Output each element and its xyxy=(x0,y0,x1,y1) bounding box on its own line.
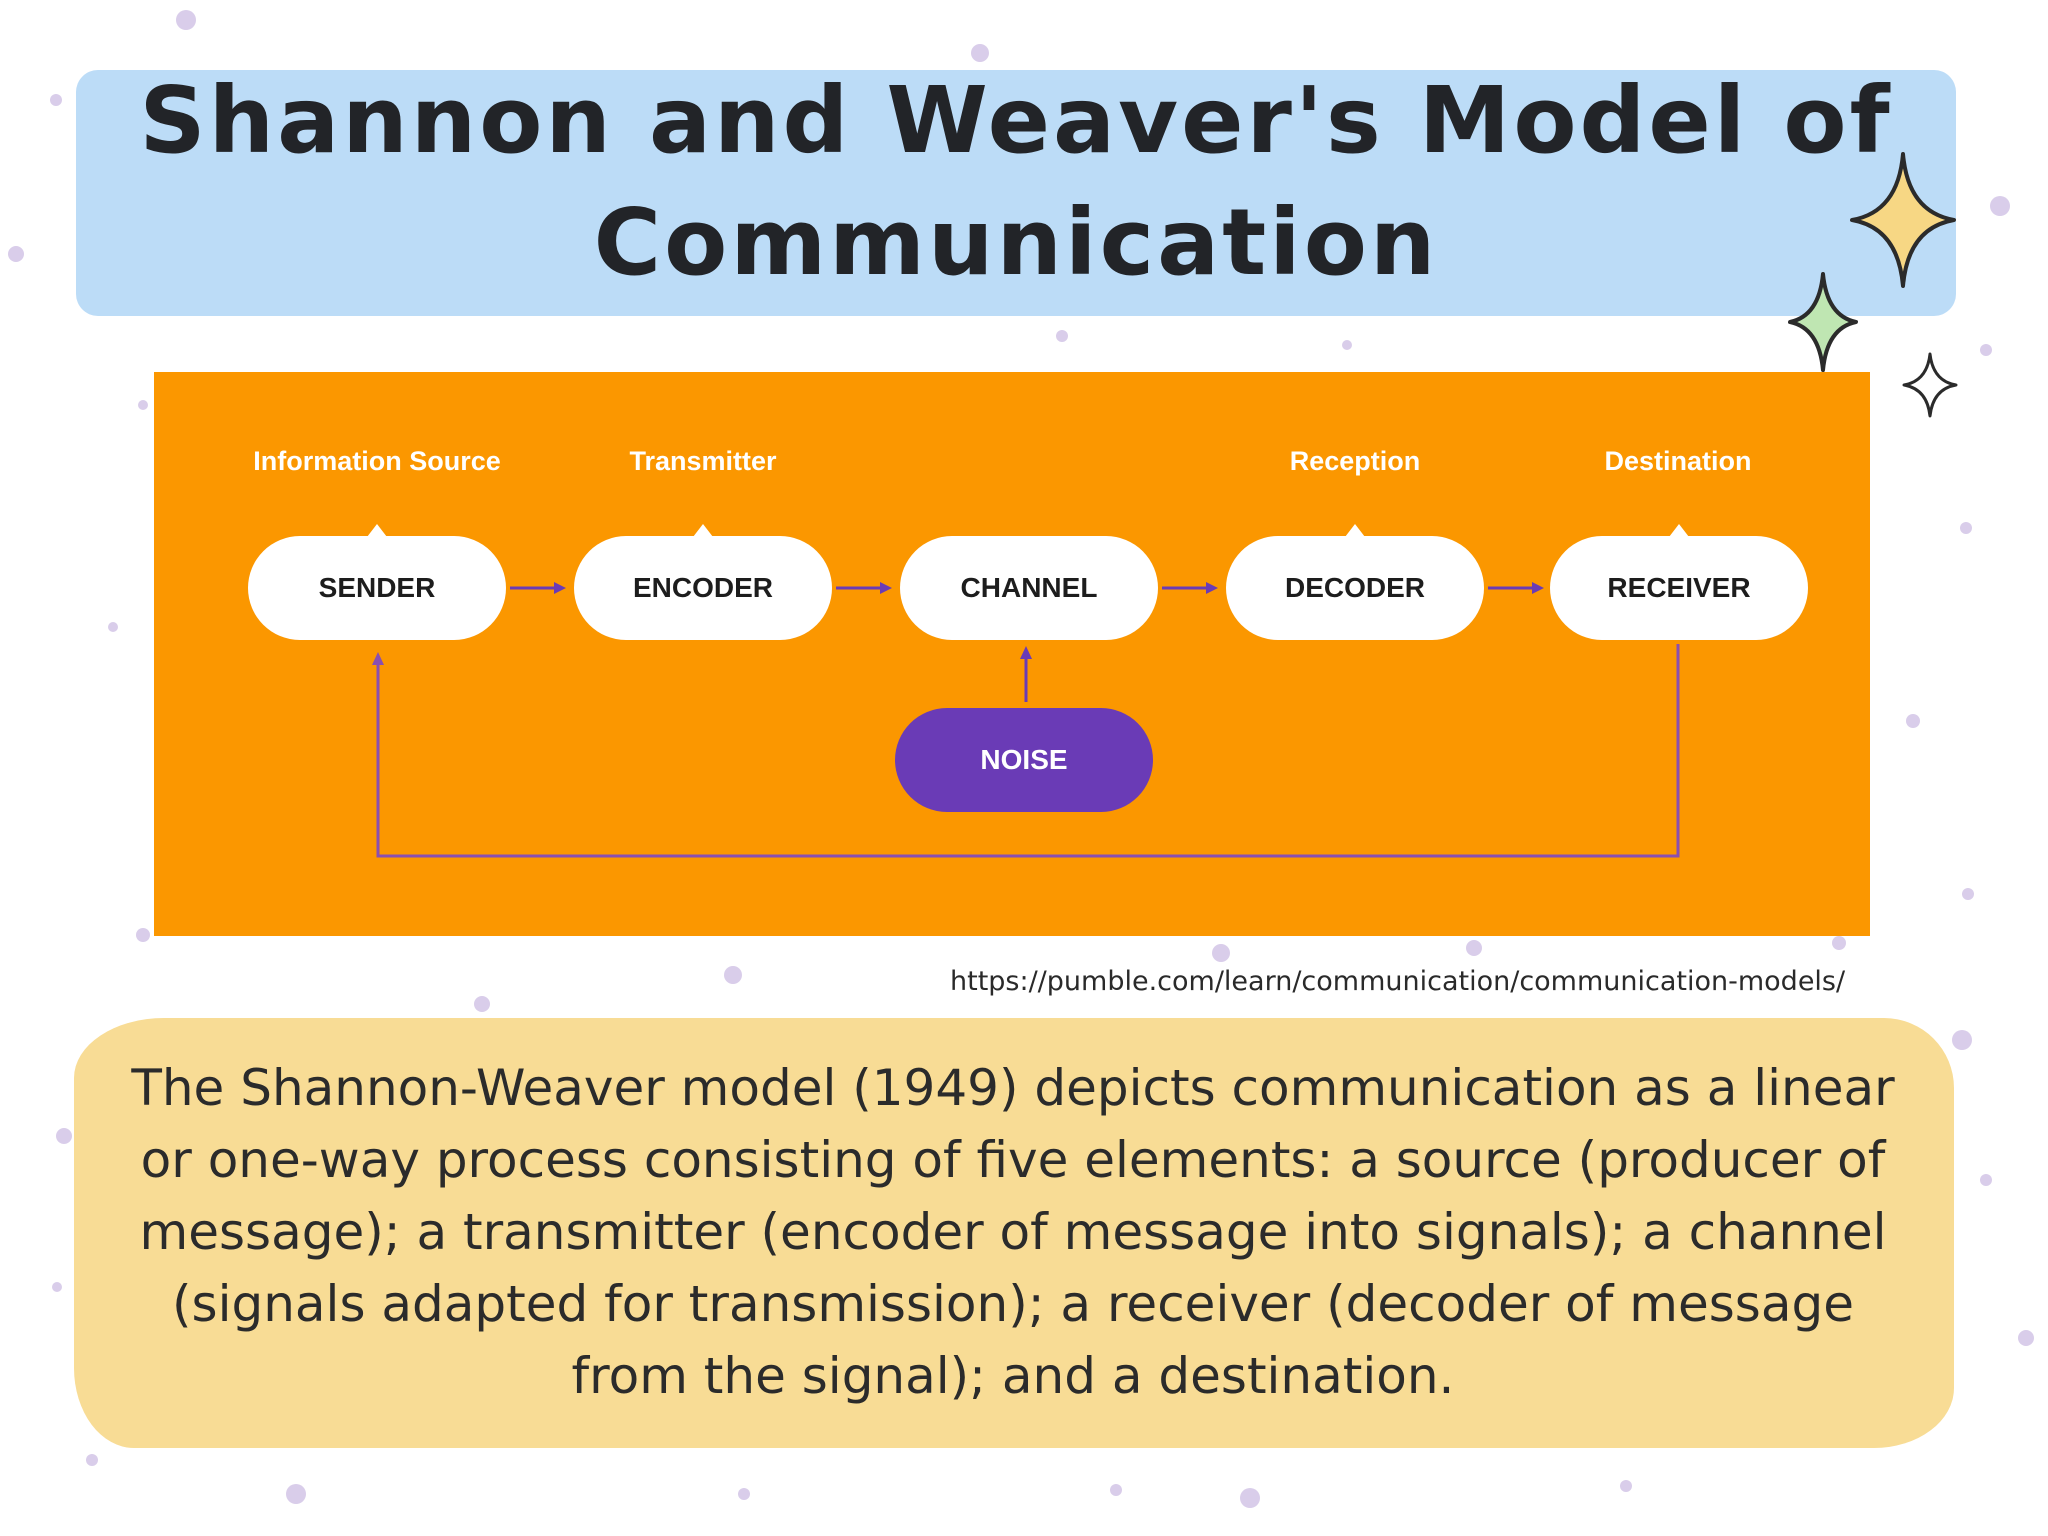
background-dot xyxy=(474,996,490,1012)
background-dot xyxy=(1466,940,1482,956)
background-dot xyxy=(1980,344,1992,356)
gold-sparkle-icon xyxy=(1850,152,1956,288)
feedback-arrow-head xyxy=(372,652,384,665)
background-dot xyxy=(136,928,150,942)
node-decoder: DECODER xyxy=(1226,524,1484,640)
node-pointer xyxy=(367,524,387,537)
background-dot xyxy=(1212,944,1230,962)
page-title-line-2: Communication xyxy=(593,189,1439,296)
description-banner xyxy=(74,1018,1954,1448)
feedback-line xyxy=(376,644,1680,858)
node-pointer xyxy=(693,524,713,537)
background-dot xyxy=(738,1488,750,1500)
background-dot xyxy=(971,44,989,62)
node-decoder-label: DECODER xyxy=(1284,572,1425,603)
background-dot xyxy=(1240,1488,1260,1508)
node-receiver-label: RECEIVER xyxy=(1607,572,1751,603)
background-dot xyxy=(724,966,742,984)
background-dot xyxy=(1990,196,2010,216)
node-channel-label: CHANNEL xyxy=(960,572,1098,603)
title-banner xyxy=(76,70,1956,316)
communication-model-diagram: Information Source Transmitter Reception… xyxy=(154,372,1870,936)
background-dot xyxy=(1962,888,1974,900)
node-receiver: RECEIVER xyxy=(1550,524,1808,640)
node-channel: CHANNEL xyxy=(900,536,1158,640)
background-dot xyxy=(1056,330,1068,342)
node-noise-label: NOISE xyxy=(980,744,1068,775)
node-encoder-label: ENCODER xyxy=(632,572,773,603)
node-encoder: ENCODER xyxy=(574,524,832,640)
background-dot xyxy=(1980,1174,1992,1186)
diagram-connectors xyxy=(372,582,1680,858)
arrow-channel-decoder-head xyxy=(1206,582,1218,594)
background-dot xyxy=(286,1484,306,1504)
arrow-decoder-receiver-head xyxy=(1532,582,1544,594)
background-dot xyxy=(1110,1484,1122,1496)
background-dot xyxy=(2018,1330,2034,1346)
arrow-noise-channel-head xyxy=(1020,646,1032,659)
background-dot xyxy=(176,10,196,30)
green-sparkle-icon xyxy=(1788,272,1858,372)
arrow-encoder-channel-head xyxy=(880,582,892,594)
source-url[interactable]: https://pumble.com/learn/communication/c… xyxy=(950,966,1846,997)
background-dot xyxy=(1952,1030,1972,1050)
page-title-line-1: Shannon and Weaver's Model of xyxy=(139,67,1893,174)
background-dot xyxy=(1342,340,1352,350)
node-noise: NOISE xyxy=(895,708,1153,812)
background-dot xyxy=(1620,1480,1632,1492)
role-label-reception: Reception xyxy=(1289,446,1421,476)
background-dot xyxy=(1960,522,1972,534)
background-dot xyxy=(50,94,62,106)
role-label-information-source: Information Source xyxy=(253,446,501,476)
background-dot xyxy=(56,1128,72,1144)
role-label-destination: Destination xyxy=(1604,446,1752,476)
page-title: Shannon and Weaver's Model of Communicat… xyxy=(76,60,1956,304)
background-dot xyxy=(52,1282,62,1292)
node-pointer xyxy=(1669,524,1689,537)
background-dot xyxy=(138,400,148,410)
background-dot xyxy=(1832,936,1846,950)
arrow-sender-encoder-head xyxy=(554,582,566,594)
role-label-transmitter: Transmitter xyxy=(629,446,777,476)
background-dot xyxy=(86,1454,98,1466)
description-text: The Shannon-Weaver model (1949) depicts … xyxy=(131,1059,1895,1405)
background-dot xyxy=(8,246,24,262)
node-sender-label: SENDER xyxy=(318,572,436,603)
node-pointer xyxy=(1345,524,1365,537)
node-sender: SENDER xyxy=(248,524,506,640)
outline-sparkle-icon xyxy=(1902,352,1958,418)
background-dot xyxy=(1906,714,1920,728)
background-dot xyxy=(108,622,118,632)
